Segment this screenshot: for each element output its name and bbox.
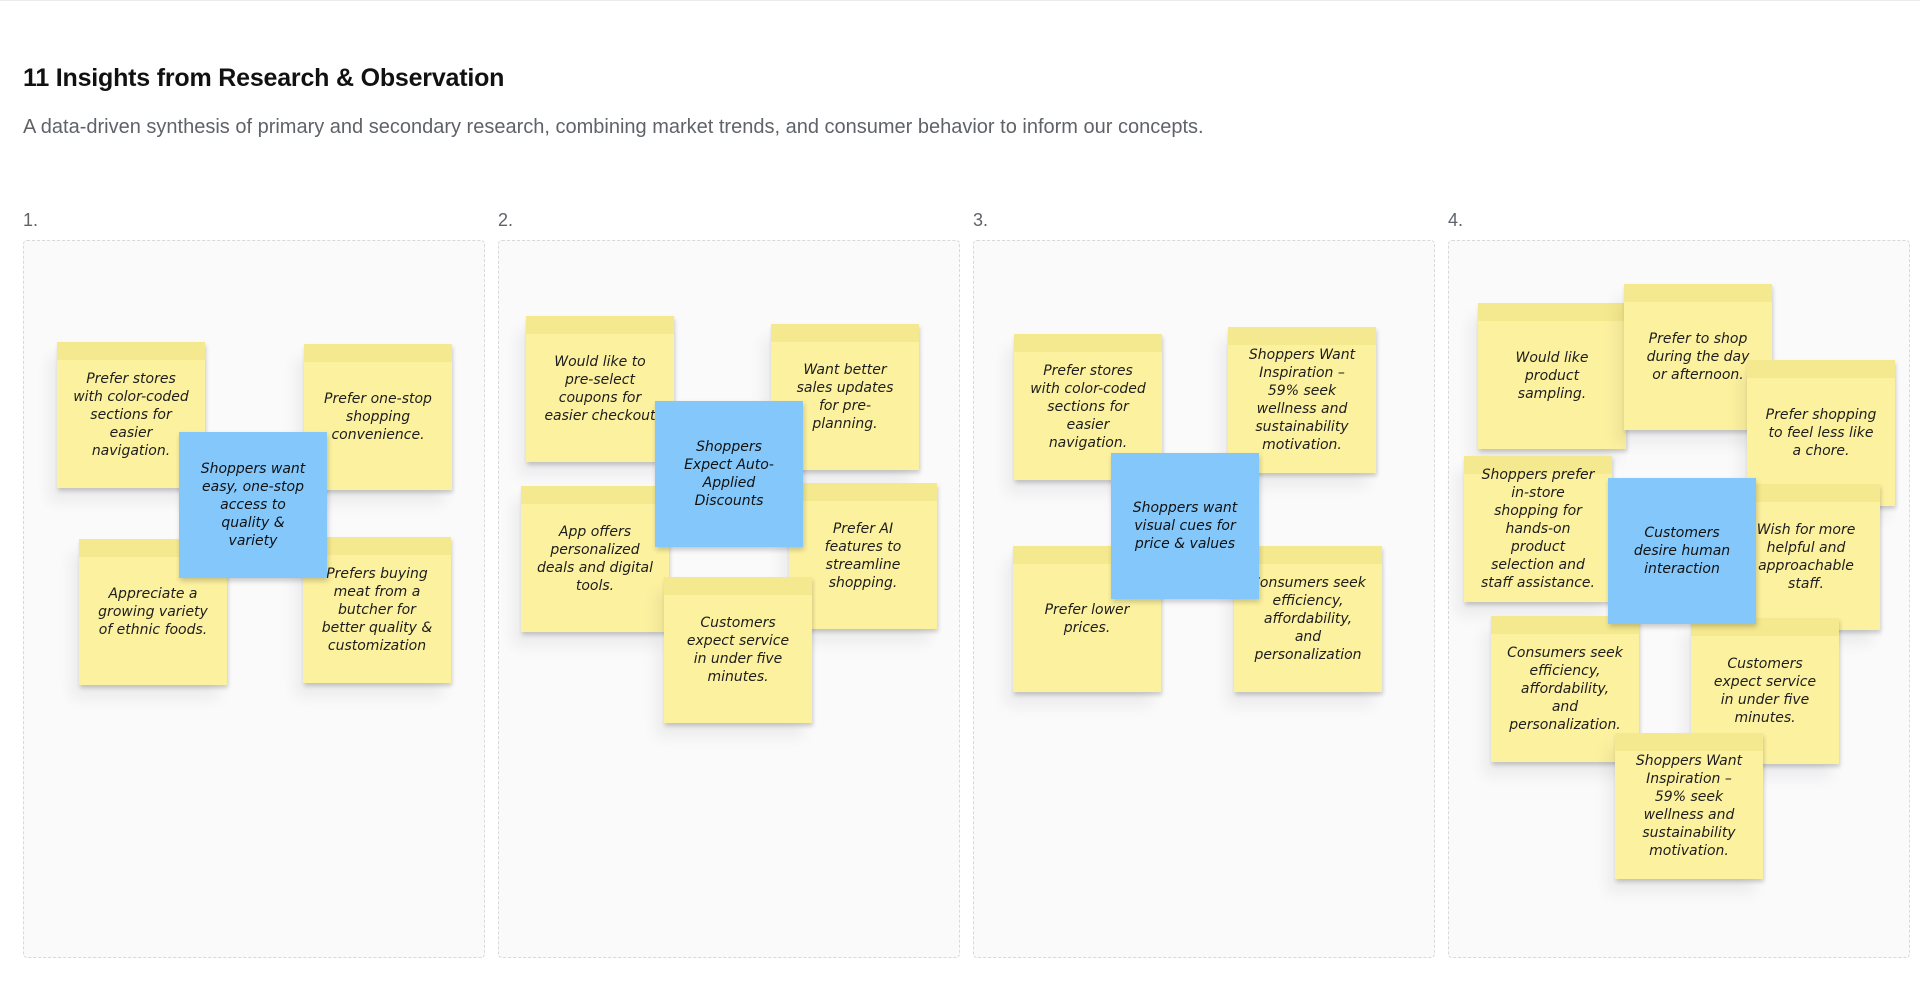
page-title: 11 Insights from Research & Observation xyxy=(23,64,505,92)
insight-board-1: Prefer stores with color-coded sections … xyxy=(23,240,485,958)
theme-note[interactable]: Shoppers want easy, one-stop access to q… xyxy=(179,432,327,578)
sticky-note[interactable]: Consumers seek efficiency, affordability… xyxy=(1491,616,1639,762)
board-label-3: 3. xyxy=(973,210,989,230)
board-label-1: 1. xyxy=(23,210,39,230)
sticky-note[interactable]: Prefer stores with color-coded sections … xyxy=(57,342,205,488)
sticky-note[interactable]: Prefer one-stop shopping convenience. xyxy=(304,344,452,490)
sticky-note[interactable]: Prefer shopping to feel less like a chor… xyxy=(1747,360,1895,506)
theme-note[interactable]: Shoppers Expect Auto-Applied Discounts xyxy=(655,401,803,547)
sticky-note[interactable]: Want better sales updates for pre-planni… xyxy=(771,324,919,470)
sticky-note[interactable]: Shoppers prefer in-store shopping for ha… xyxy=(1464,456,1612,602)
board-label-4: 4. xyxy=(1448,210,1464,230)
sticky-note[interactable]: Shoppers Want Inspiration – 59% seek wel… xyxy=(1228,327,1376,473)
page-subtitle: A data-driven synthesis of primary and s… xyxy=(23,116,1204,138)
top-divider xyxy=(0,0,1920,1)
sticky-note[interactable]: Customers expect service in under five m… xyxy=(664,577,812,723)
sticky-note[interactable]: Customers expect service in under five m… xyxy=(1691,618,1839,764)
sticky-note[interactable]: Prefer AI features to streamline shoppin… xyxy=(789,483,937,629)
sticky-note[interactable]: Prefer stores with color-coded sections … xyxy=(1014,334,1162,480)
sticky-note[interactable]: Shoppers Want Inspiration – 59% seek wel… xyxy=(1615,733,1763,879)
theme-note[interactable]: Shoppers want visual cues for price & va… xyxy=(1111,453,1259,599)
insight-board-2: Would like to pre-select coupons for eas… xyxy=(498,240,960,958)
theme-note[interactable]: Customers desire human interaction xyxy=(1608,478,1756,624)
sticky-note[interactable]: Would like to pre-select coupons for eas… xyxy=(526,316,674,462)
sticky-note[interactable]: Would like product sampling. xyxy=(1478,303,1626,449)
insight-board-3: Prefer stores with color-coded sections … xyxy=(973,240,1435,958)
sticky-note[interactable]: Wish for more helpful and approachable s… xyxy=(1732,484,1880,630)
insight-board-4: Would like product sampling. Prefer to s… xyxy=(1448,240,1910,958)
sticky-note[interactable]: Prefers buying meat from a butcher for b… xyxy=(303,537,451,683)
sticky-note[interactable]: App offers personalized deals and digita… xyxy=(521,486,669,632)
board-label-2: 2. xyxy=(498,210,514,230)
